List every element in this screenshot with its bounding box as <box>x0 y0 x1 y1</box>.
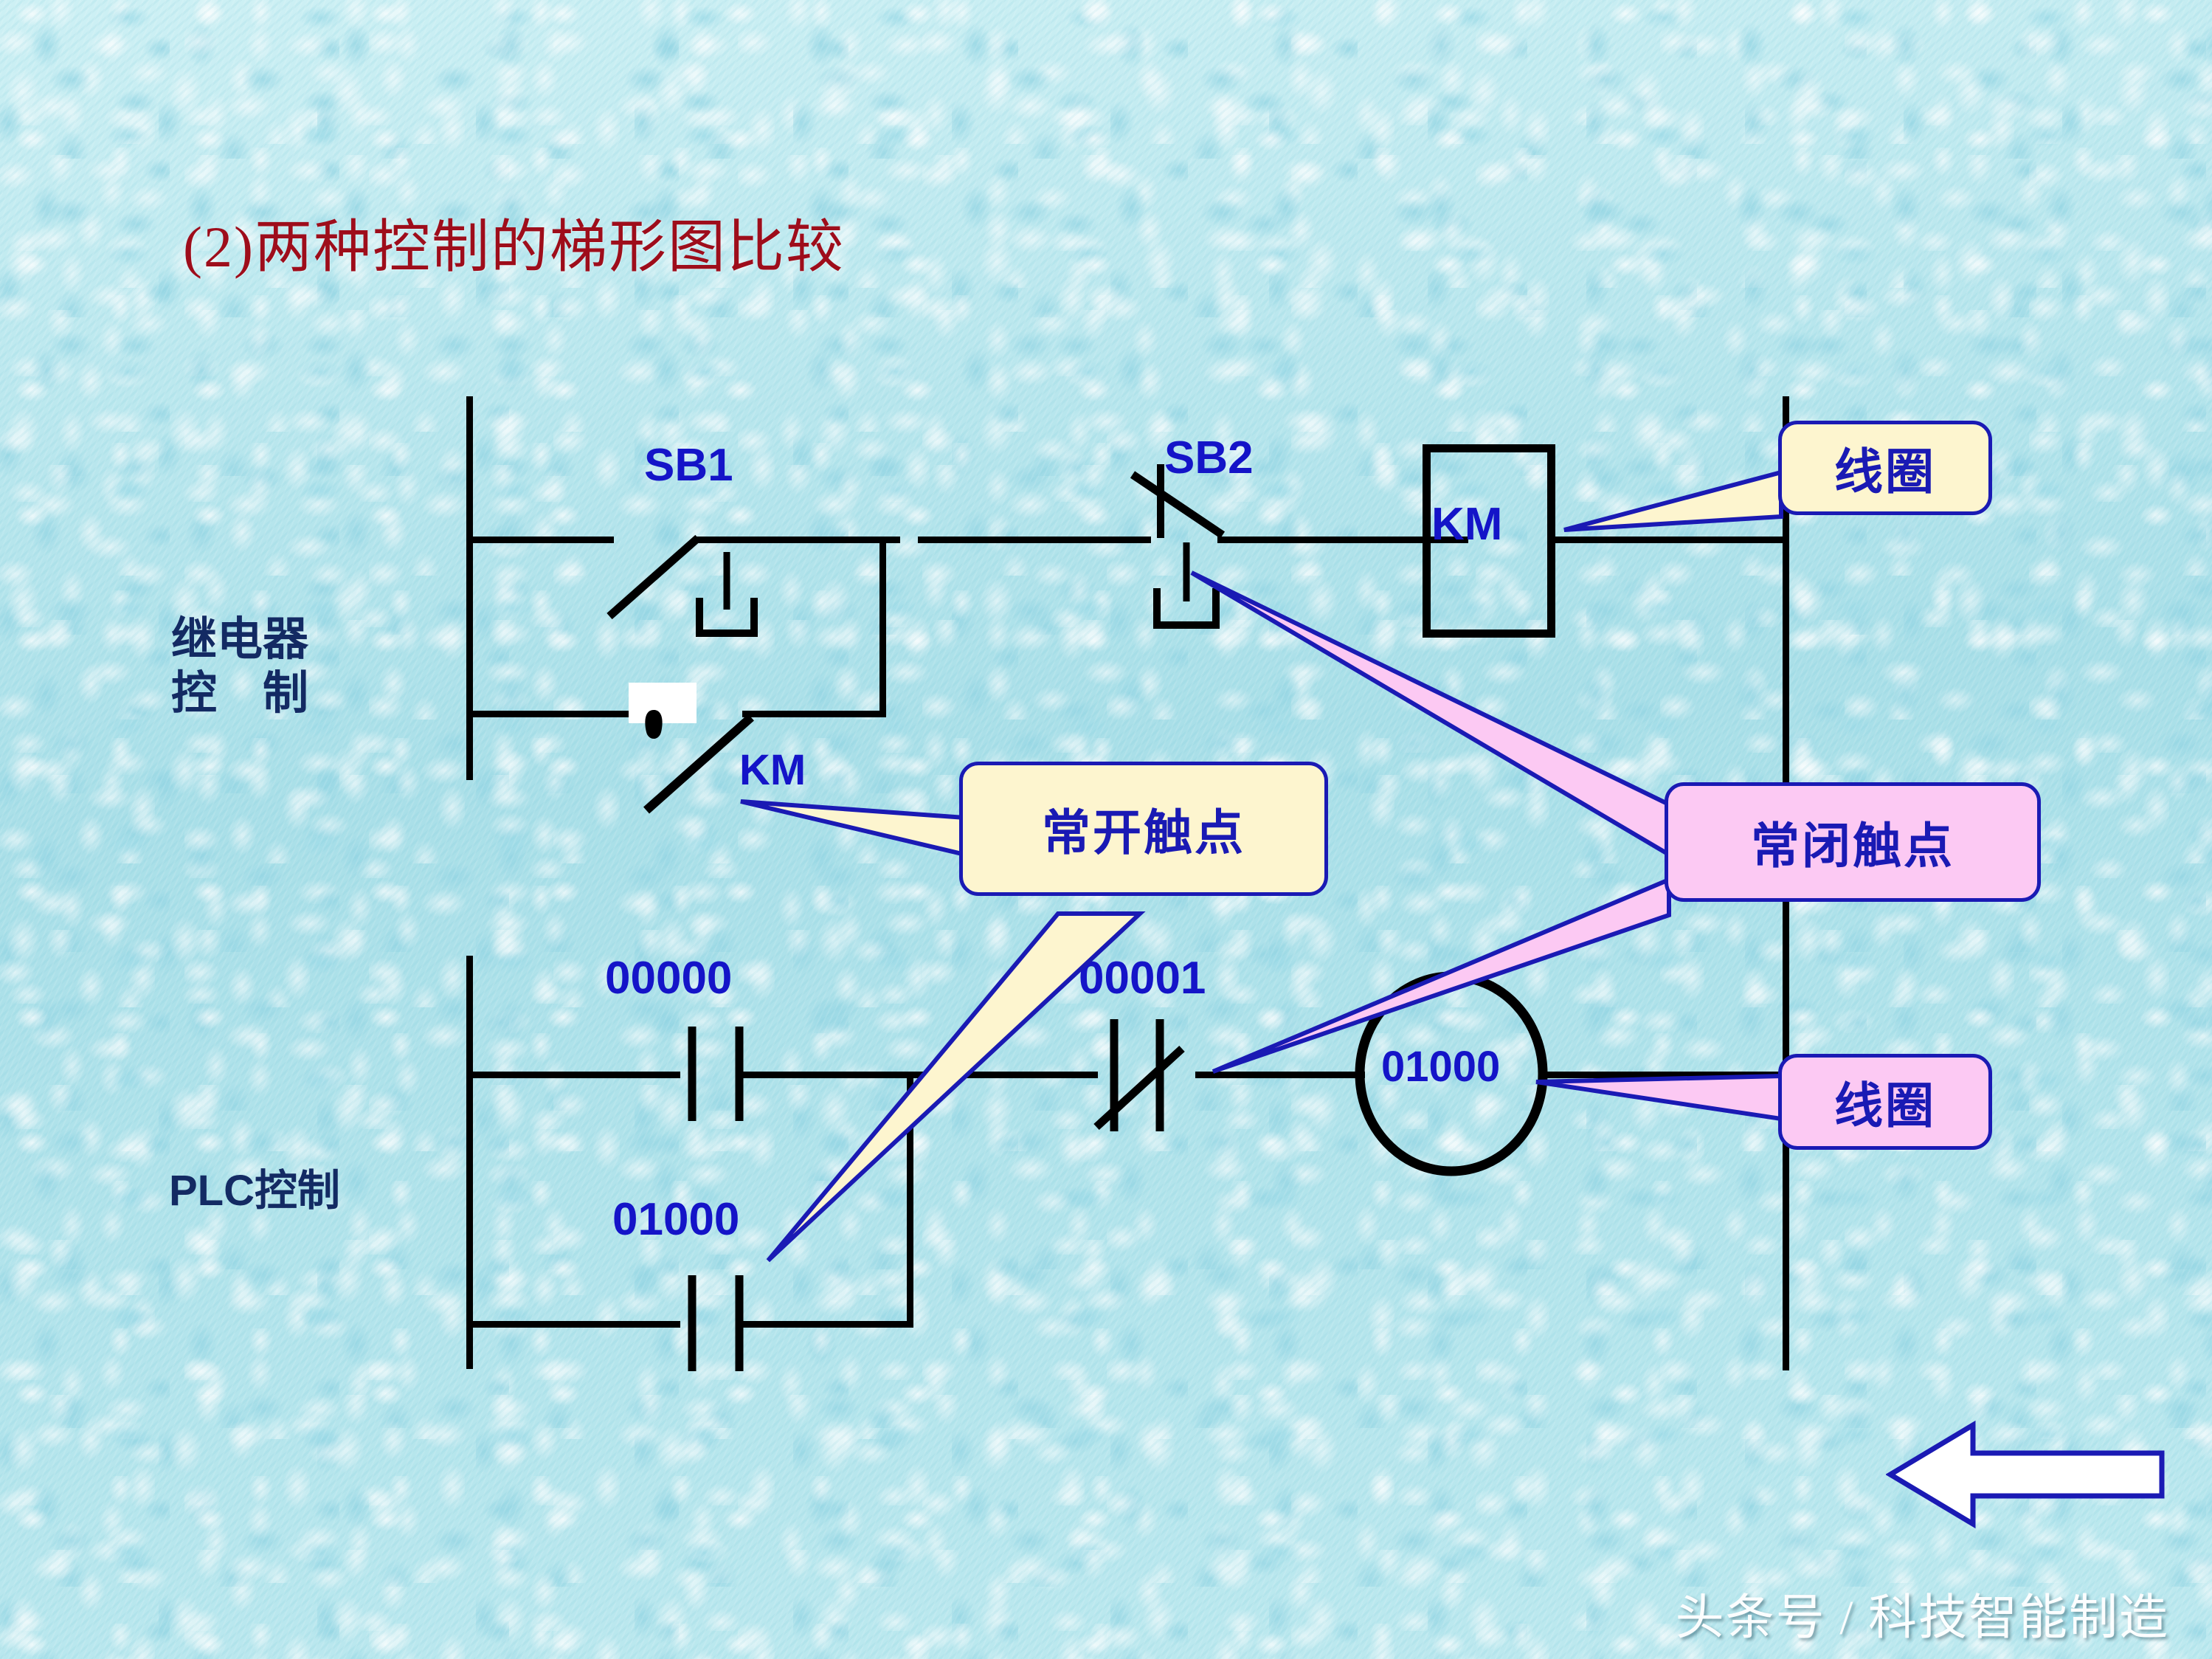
ladder-wire-00000-to-00001 <box>738 1072 1098 1078</box>
ladder-wire-rail-to-01000 <box>466 1321 680 1328</box>
ladder-latch-riser <box>907 1072 913 1328</box>
ladder-left-rail <box>466 956 473 1369</box>
ladder-wire-coil-to-right-rail <box>1541 1072 1788 1078</box>
callout-no-contact[interactable]: 常开触点 <box>959 762 1328 896</box>
sb1-push-actuator-icon <box>686 552 767 648</box>
callout-nc-contact-label: 常闭触点 <box>1751 818 1954 873</box>
km-aux-no-blade <box>627 701 797 819</box>
whiteout-patch <box>629 683 697 723</box>
relay-wire-km-to-right-rail <box>1549 537 1787 543</box>
sb2-push-actuator-icon <box>1142 542 1231 642</box>
back-navigation-button[interactable] <box>1885 1419 2166 1530</box>
section-label-relay-control: 继电器 控 制 <box>170 614 308 720</box>
designator-00000: 00000 <box>605 953 733 1004</box>
relay-branch-drop <box>879 537 886 714</box>
designator-km-coil: KM <box>1431 499 1503 550</box>
page-title: (2)两种控制的梯形图比较 <box>183 215 845 279</box>
ladder-wire-01000-to-riser <box>738 1321 913 1328</box>
callout-nc-contact[interactable]: 常闭触点 <box>1665 782 2041 902</box>
section-label-plc-control: PLC控制 <box>168 1167 340 1215</box>
km-aux-actuator-mark <box>639 707 668 748</box>
designator-km-contact: KM <box>739 746 806 794</box>
watermark: 头条号 / 科技智能制造 <box>1675 1591 2169 1645</box>
relay-wire-sb1-to-node <box>694 537 900 543</box>
designator-01000-latch: 01000 <box>612 1194 740 1245</box>
sb2-nc-contact <box>1125 461 1295 550</box>
relay-wire-rail-to-sb1 <box>466 537 614 543</box>
contact-00001-nc <box>1092 1015 1217 1137</box>
relay-wire-km-aux-to-node <box>742 711 886 717</box>
relay-left-rail <box>466 396 473 780</box>
designator-00001: 00001 <box>1079 953 1206 1004</box>
callout-no-contact-label: 常开触点 <box>1042 805 1245 860</box>
designator-sb2: SB2 <box>1164 432 1254 483</box>
relay-wire-node-to-sb2 <box>918 537 1151 543</box>
relay-wire-rail-to-km-aux <box>466 711 643 717</box>
callout-coil-relay-label: 线圈 <box>1834 444 1936 499</box>
designator-01000-coil: 01000 <box>1381 1043 1501 1091</box>
designator-sb1: SB1 <box>644 440 733 491</box>
left-arrow-icon <box>1885 1420 2165 1529</box>
relay-wire-sb2-to-km <box>1217 537 1468 543</box>
ladder-wire-rail-to-00000 <box>466 1072 680 1078</box>
sb1-no-blade <box>605 528 723 624</box>
callout-coil-plc-label: 线圈 <box>1834 1078 1936 1133</box>
callout-coil-relay[interactable]: 线圈 <box>1778 421 1992 515</box>
callout-coil-plc[interactable]: 线圈 <box>1778 1054 1992 1150</box>
ladder-wire-00001-to-coil <box>1195 1072 1365 1078</box>
